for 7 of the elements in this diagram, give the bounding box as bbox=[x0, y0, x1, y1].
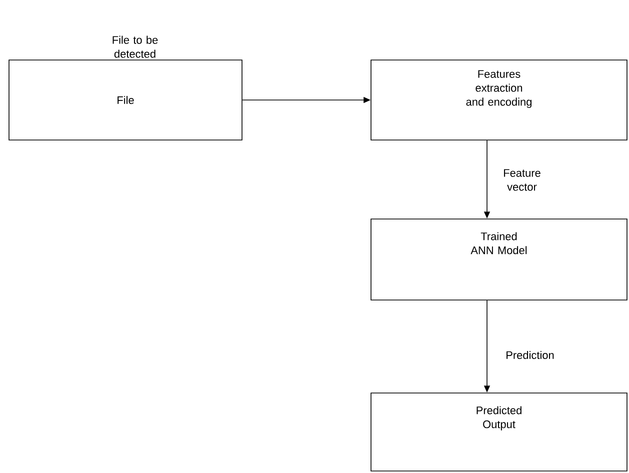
box-heading: File to be detected bbox=[112, 36, 158, 58]
edge-label: Feature vector bbox=[496, 168, 548, 192]
process-box: File bbox=[8, 60, 242, 140]
edge-label: Prediction bbox=[504, 350, 556, 360]
process-box: Features extraction and encoding bbox=[370, 60, 628, 140]
process-box: Trained ANN Model bbox=[370, 218, 628, 300]
process-box: Predicted Output bbox=[370, 392, 628, 472]
